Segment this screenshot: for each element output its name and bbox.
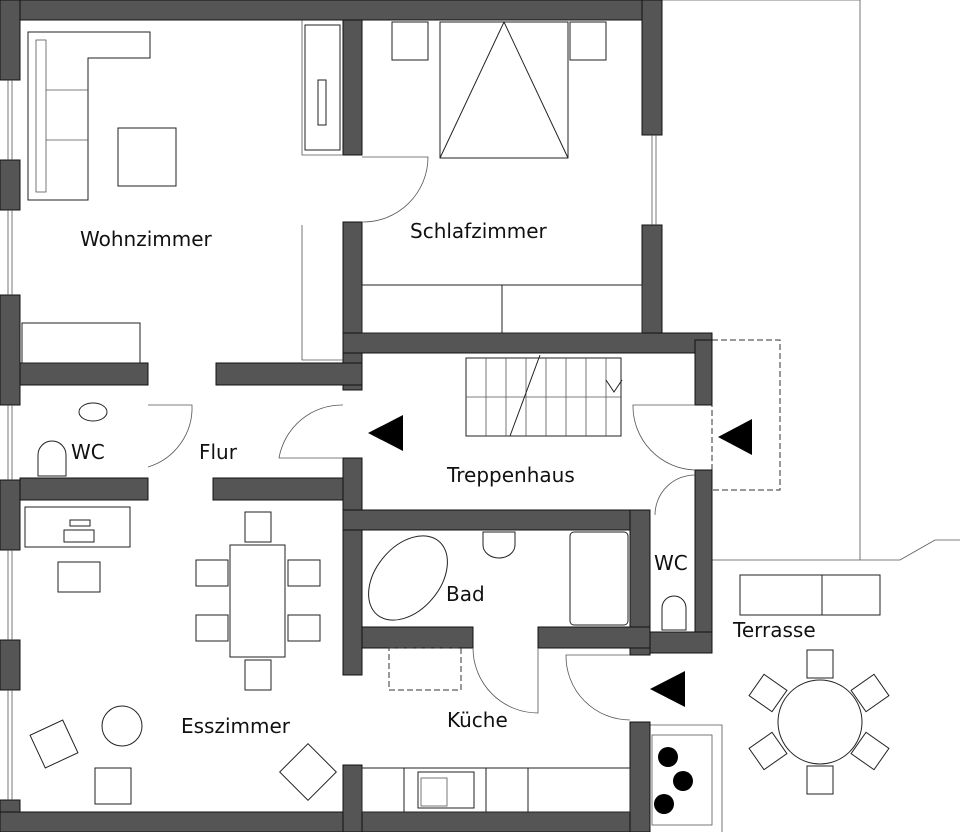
label-terrasse: Terrasse [732, 618, 816, 642]
doors[interactable] [147, 20, 696, 721]
label-wc-right: WC [654, 551, 688, 575]
walls [0, 0, 713, 832]
label-kueche: Küche [447, 708, 508, 732]
label-wc-left: WC [71, 440, 105, 464]
label-flur: Flur [199, 440, 238, 464]
arrow-icon [650, 671, 685, 707]
arrow-icon [368, 415, 403, 451]
room-labels: Wohnzimmer Schlafzimmer WC Flur Treppenh… [71, 219, 816, 738]
furniture [21, 20, 890, 813]
entrance-arrows [368, 415, 752, 707]
label-wohnzimmer: Wohnzimmer [80, 227, 213, 251]
label-esszimmer: Esszimmer [181, 714, 291, 738]
arrow-icon [718, 419, 752, 455]
label-treppenhaus: Treppenhaus [446, 463, 575, 487]
plants [654, 747, 693, 814]
label-bad: Bad [446, 582, 485, 606]
windows [7, 80, 657, 800]
label-schlafzimmer: Schlafzimmer [410, 219, 548, 243]
terrace-outline [650, 0, 960, 832]
